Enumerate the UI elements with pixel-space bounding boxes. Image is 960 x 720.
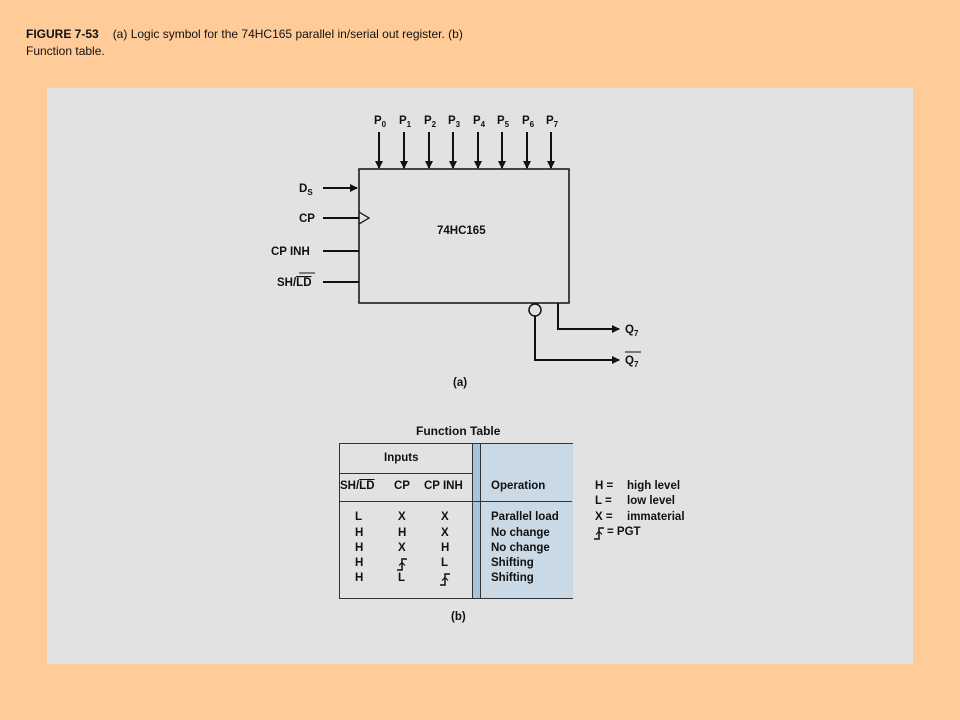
figure-panel: 74HC165 P0 P1 P2 P3 P4 P5 P6 P7 DS CP (47, 88, 913, 664)
legend-x-desc: immaterial (627, 511, 685, 523)
row-4-operation: Shifting (491, 557, 534, 569)
part-a-label: (a) (453, 377, 467, 389)
row-3-cp-inh: H (441, 542, 450, 554)
inputs-header: Inputs (384, 452, 419, 464)
col-header-operation: Operation (491, 480, 546, 492)
function-table: Inputs SH/LD CP CP INH Operation L X X P… (339, 443, 573, 599)
row-5-cp: L (398, 572, 406, 584)
p5-label: P5 (497, 115, 510, 129)
legend-l: L = (595, 495, 612, 507)
row-2-sh-ld: H (355, 527, 364, 539)
p0-label: P0 (374, 115, 387, 129)
pgt-icon (397, 558, 407, 571)
parallel-inputs: P0 P1 P2 P3 P4 P5 P6 P7 (374, 115, 559, 169)
sh-ld-label: SH/LD (277, 277, 312, 289)
p3-label: P3 (448, 115, 461, 129)
row-5-operation: Shifting (491, 572, 534, 584)
cp-inh-label: CP INH (271, 246, 310, 258)
row-1-operation: Parallel load (491, 511, 559, 523)
row-2-cp-inh: X (441, 527, 449, 539)
inputs-divider (340, 473, 472, 474)
row-1-cp-inh: X (441, 511, 449, 523)
legend-h-desc: high level (627, 480, 681, 492)
chip-label: 74HC165 (437, 225, 486, 237)
p4-label: P4 (473, 115, 486, 129)
row-2-cp: H (398, 527, 407, 539)
header-divider (340, 501, 572, 502)
function-table-title: Function Table (416, 424, 501, 438)
pgt-icon (594, 527, 604, 540)
row-1-sh-ld: L (355, 511, 363, 523)
inversion-bubble (528, 303, 542, 317)
q7-bar-label: Q7 (625, 355, 639, 369)
p1-label: P1 (399, 115, 412, 129)
col-header-cp-inh: CP INH (424, 480, 463, 492)
p2-label: P2 (424, 115, 437, 129)
chip-body (358, 168, 570, 304)
ds-label: DS (299, 183, 313, 197)
figure-number: FIGURE 7-53 (26, 27, 99, 41)
q7-label: Q7 (625, 324, 639, 338)
pgt-icon (440, 573, 450, 586)
figure-caption: FIGURE 7-53(a) Logic symbol for the 74HC… (26, 26, 466, 60)
p7-label: P7 (546, 115, 559, 129)
row-5-sh-ld: H (355, 572, 364, 584)
legend-h: H = (595, 480, 614, 492)
row-3-sh-ld: H (355, 542, 364, 554)
operation-column-bg (472, 444, 573, 598)
row-4-sh-ld: H (355, 557, 364, 569)
figure-caption-text: (a) Logic symbol for the 74HC165 paralle… (26, 27, 463, 58)
row-3-operation: No change (491, 542, 550, 554)
logic-symbol-diagram: 74HC165 P0 P1 P2 P3 P4 P5 P6 P7 DS CP (271, 115, 641, 623)
q7-line (557, 303, 620, 333)
col-header-sh-ld: SH/LD (340, 480, 375, 492)
p6-label: P6 (522, 115, 535, 129)
row-4-cp-inh: L (441, 557, 449, 569)
clock-triangle (358, 211, 371, 225)
row-1-cp: X (398, 511, 406, 523)
legend-x: X = (595, 511, 613, 523)
legend-pgt: = PGT (607, 526, 641, 538)
row-2-operation: No change (491, 527, 550, 539)
q7-bar-line (534, 316, 620, 364)
legend-l-desc: low level (627, 495, 675, 507)
col-header-cp: CP (394, 480, 410, 492)
cp-label: CP (299, 213, 315, 225)
column-separator (472, 444, 481, 598)
row-3-cp: X (398, 542, 406, 554)
part-b-label: (b) (451, 611, 466, 623)
